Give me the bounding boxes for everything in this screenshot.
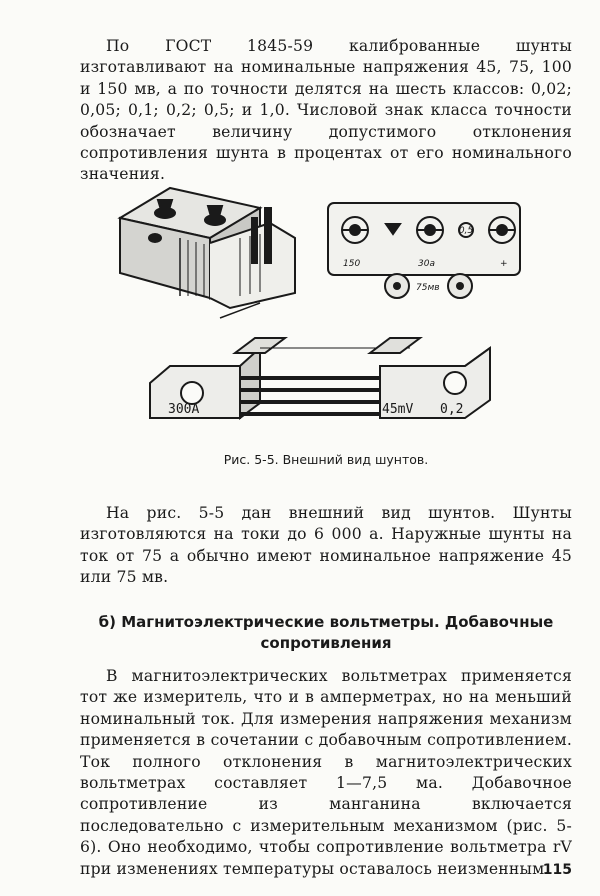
section-heading: б) Магнитоэлектрические вольтметры. Доба…	[98, 613, 554, 652]
shunt-3d-illustration	[117, 186, 296, 319]
shunt-current-label: 300A	[168, 402, 199, 417]
shunt-label-plus: +	[500, 259, 508, 269]
shunt-label-150: 150	[343, 259, 360, 269]
paragraph-voltmeters-text: В магнитоэлектрических вольтметрах приме…	[80, 667, 572, 878]
figure-shunts: 0,5 150 30а + 75мв 300A 45mV 0,2	[117, 186, 521, 420]
shunt-voltage-label: 45mV	[382, 402, 413, 417]
paragraph-shunts-view-text: На рис. 5-5 дан внешний вид шунтов. Шунт…	[80, 504, 572, 587]
paragraph-gost: По ГОСТ 1845-59 калиброванные шунты изго…	[80, 36, 572, 186]
paragraph-gost-text: По ГОСТ 1845-59 калиброванные шунты изго…	[80, 37, 572, 184]
figure-caption: Рис. 5-5. Внешний вид шунтов.	[223, 452, 429, 467]
shunt-label-30a: 30а	[418, 259, 435, 269]
shunt-class-label: 0,5	[459, 226, 474, 236]
shunt-panel-diagram: 0,5 150 30а + 75мв	[327, 202, 521, 299]
paragraph-shunts-view: На рис. 5-5 дан внешний вид шунтов. Шунт…	[80, 503, 572, 589]
paragraph-voltmeters: В магнитоэлектрических вольтметрах приме…	[80, 666, 572, 880]
shunt-class-value: 0,2	[440, 402, 463, 417]
shunt-300a-illustration	[149, 337, 491, 420]
page-number: 115	[542, 862, 572, 878]
shunt-label-75mv: 75мв	[416, 283, 440, 293]
